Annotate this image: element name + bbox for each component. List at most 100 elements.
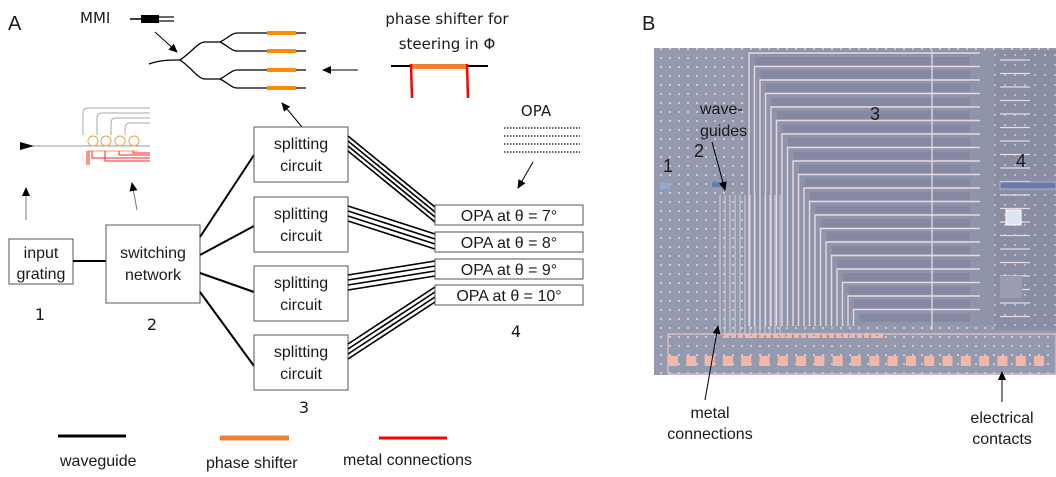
metal-connections-label-line1: metal [690, 405, 729, 422]
legend-label-metal-connections: metal connections [343, 452, 472, 469]
fanout-bundle [347, 260, 436, 291]
electrical-contacts-label-line2: contacts [972, 431, 1032, 448]
input-grating-block: input grating [8, 238, 74, 285]
contact-pad [686, 356, 697, 366]
opa-box-label: OPA at θ = 7° [461, 208, 557, 225]
stage-number-2: 2 [147, 315, 157, 334]
contact-pad [777, 356, 788, 366]
splitting-circuit-line1: splitting [274, 206, 328, 223]
contact-pad [979, 356, 990, 366]
phase-shifter-bars [267, 31, 296, 90]
splitting-circuit-line2: circuit [280, 297, 322, 314]
contact-pad [905, 356, 916, 366]
stage-number-1: 1 [35, 305, 45, 324]
legend-item-phase-shifter: phase shifter [206, 435, 298, 472]
splitting-circuit-line2: circuit [280, 366, 322, 383]
panel-a: A MMI phase shifter for s [8, 9, 584, 472]
phase-shifter-detail-icon [391, 63, 488, 99]
stage-number-4: 4 [511, 322, 521, 341]
switch-to-splitter-waveguides [199, 154, 255, 367]
switching-network-block: switching network [105, 224, 201, 304]
switching-network-inset [20, 107, 150, 165]
electrical-contact-pads [668, 333, 1044, 366]
opa-array-icon [504, 127, 580, 153]
contact-pad [1034, 356, 1044, 366]
contact-pad [887, 356, 898, 366]
legend-label-phase-shifter: phase shifter [206, 455, 298, 472]
splitting-circuit-block: splitting circuit [253, 126, 349, 183]
legend: waveguide phase shifter metal connection… [58, 434, 472, 472]
phase-shifter-caption-line2: steering in Φ [399, 35, 496, 53]
chip-number-1: 1 [663, 156, 673, 176]
waveguides-label-line2: guides [700, 123, 747, 140]
opa-box: OPA at θ = 8° [434, 231, 584, 253]
phase-shifter-bar [267, 49, 296, 53]
contact-pad [704, 356, 715, 366]
contact-pad [759, 356, 770, 366]
splitting-up-arrow [281, 102, 303, 128]
chip-number-4: 4 [1016, 151, 1026, 171]
panel-b-label: B [642, 13, 655, 35]
stage-number-3: 3 [299, 398, 309, 417]
phase-shifter-bar [267, 31, 296, 35]
contact-pad [832, 356, 843, 366]
chip-micrograph [654, 48, 1056, 375]
contact-pad [851, 356, 861, 366]
splitting-circuits: splittingcircuitsplittingcircuitsplittin… [253, 126, 349, 391]
contact-pad [722, 356, 733, 366]
fanout-bundle [347, 135, 436, 223]
splitting-circuit-line1: splitting [274, 275, 328, 292]
input-grating-structure [660, 183, 670, 189]
opa-box-label: OPA at θ = 10° [456, 288, 561, 305]
legend-item-metal-connections: metal connections [343, 436, 472, 469]
contact-pad [796, 356, 807, 366]
splitting-circuit-line2: circuit [280, 158, 322, 175]
opa-box: OPA at θ = 9° [434, 258, 584, 280]
switching-network-line1: switching [120, 245, 186, 262]
splitting-circuit-line1: splitting [274, 344, 328, 361]
alignment-mark [1005, 209, 1022, 226]
contact-pad [997, 356, 1008, 366]
fanout-bundle [347, 286, 436, 360]
test-structure [1000, 276, 1022, 298]
splitting-circuit-line2: circuit [280, 228, 322, 245]
splitter-to-opa-waveguides [347, 135, 436, 360]
input-grating-line1: input [24, 245, 59, 262]
contact-pad [741, 356, 752, 366]
opa-box-label: OPA at θ = 8° [461, 235, 557, 252]
metal-connections-label-line2: connections [667, 426, 752, 443]
contact-pad [869, 356, 880, 366]
contact-pad [814, 356, 825, 366]
phase-shifter-caption-line1: phase shifter for [385, 10, 509, 28]
switching-network-line2: network [125, 267, 182, 284]
splitting-circuit-line1: splitting [274, 136, 328, 153]
mmi-icon [130, 15, 174, 23]
legend-item-waveguide: waveguide [58, 434, 137, 470]
phase-shifter-bar [267, 86, 296, 90]
phase-shifter-bar [267, 68, 296, 72]
contact-pad [668, 356, 678, 366]
splitting-circuit-block: splitting circuit [253, 196, 349, 253]
panel-b: B wave- guides 1 2 3 4 metal connections… [642, 13, 1056, 448]
switch-structure [712, 182, 724, 187]
contact-pad [942, 356, 953, 366]
input-grating-line2: grating [17, 266, 66, 283]
chip-number-3: 3 [870, 104, 880, 124]
splitting-circuit-block: splitting circuit [253, 334, 349, 391]
waveguides-arrow [711, 141, 727, 191]
waveguides-label-line1: wave- [699, 101, 743, 118]
opa-box: OPA at θ = 7° [434, 204, 584, 226]
opa-emitter [999, 181, 1056, 190]
metal-connections-arrow [704, 325, 721, 401]
chip-number-2: 2 [694, 141, 704, 161]
contact-pad [924, 356, 935, 366]
opa-arrow [517, 161, 534, 189]
opa-boxes: OPA at θ = 7° OPA at θ = 8° OPA at θ = 9° O… [434, 204, 584, 306]
electrical-contacts-label-line1: electrical [970, 410, 1033, 427]
contact-pad [1015, 356, 1026, 366]
panel-a-label: A [8, 13, 22, 35]
legend-label-waveguide: waveguide [59, 453, 137, 470]
mmi-label: MMI [80, 9, 110, 27]
fanout-bundle [347, 205, 436, 250]
